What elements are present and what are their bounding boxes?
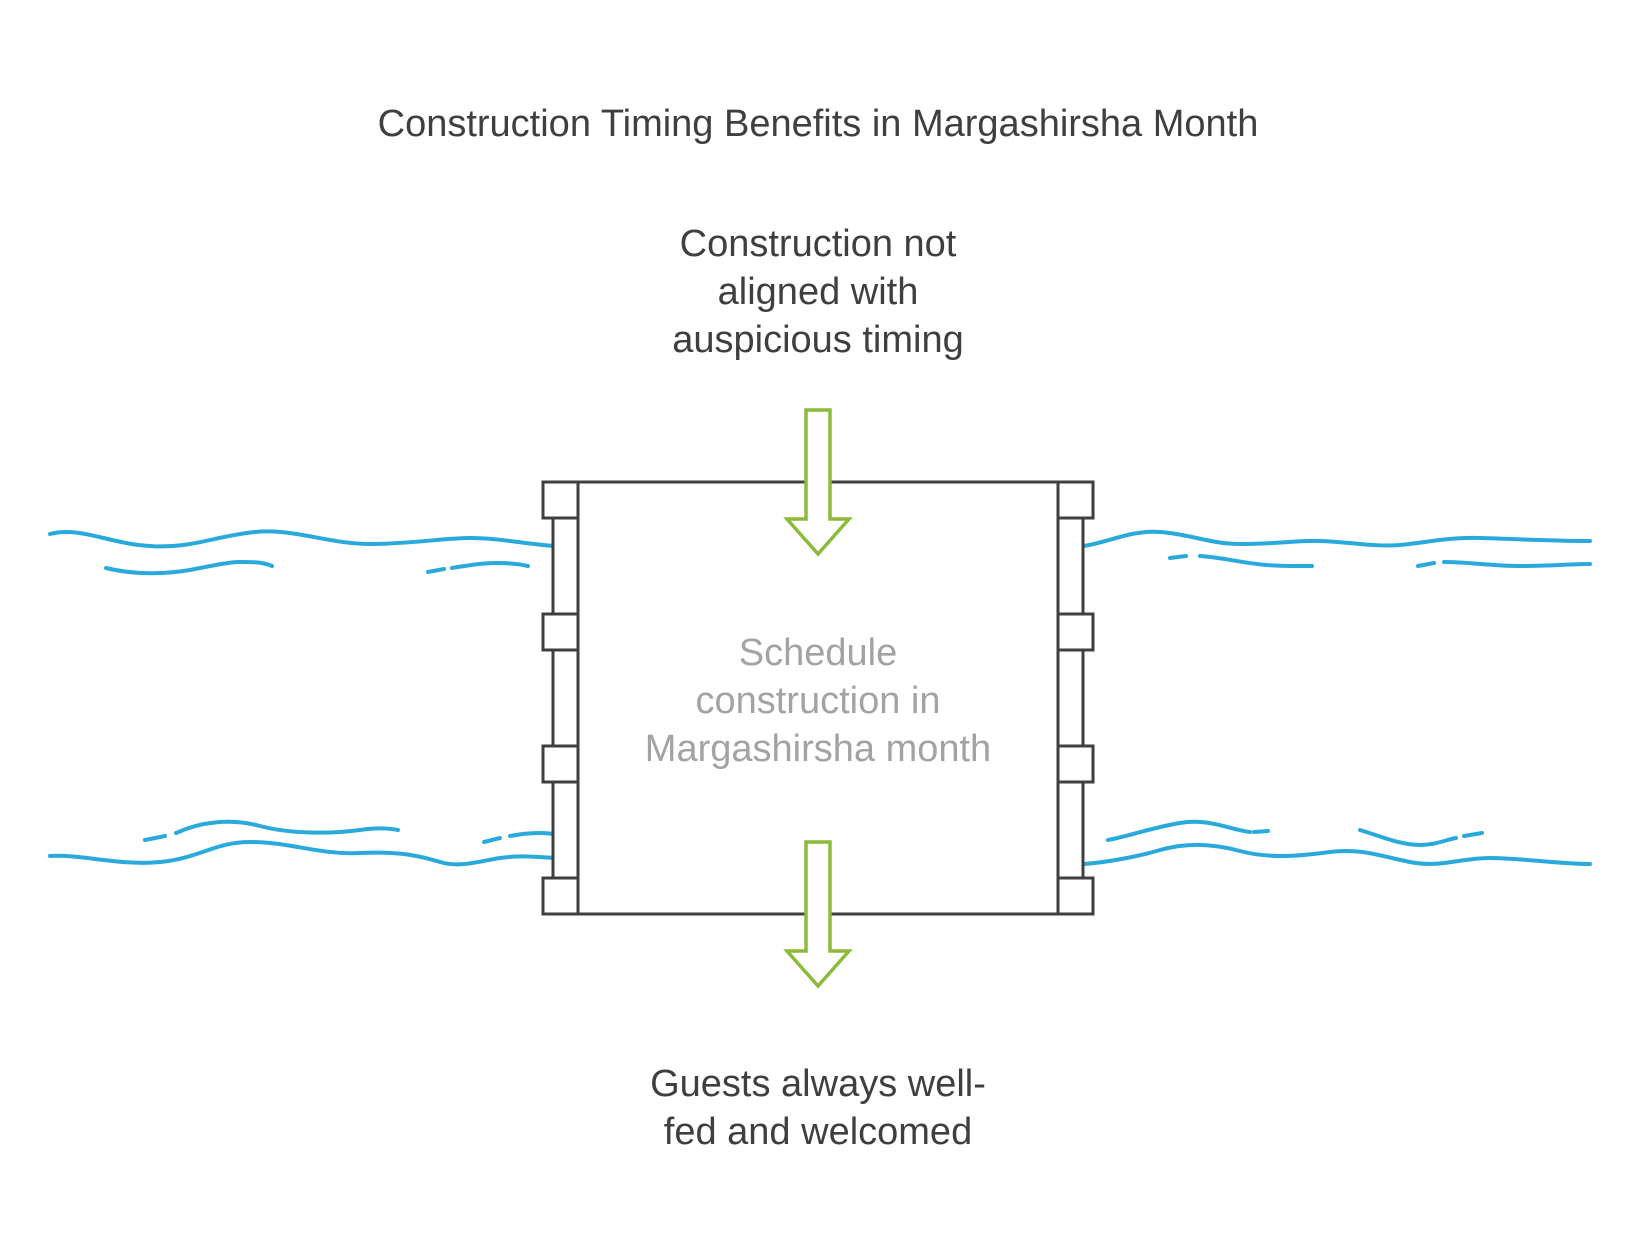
dam-cap xyxy=(1056,612,1095,652)
input-label-line: aligned with xyxy=(718,271,919,313)
arrow-down-icon xyxy=(783,840,853,989)
water-wave-icon xyxy=(48,529,556,576)
dam-cap xyxy=(1056,744,1095,784)
input-label: Construction not aligned with auspicious… xyxy=(672,223,963,361)
dam-cap xyxy=(541,612,580,652)
center-label-line: Schedule xyxy=(739,632,897,674)
center-label-line: construction in xyxy=(695,680,940,722)
input-label-line: auspicious timing xyxy=(672,319,963,361)
page-title: Construction Timing Benefits in Margashi… xyxy=(378,103,1259,145)
arrow-down-icon xyxy=(783,408,853,557)
input-label-line: Construction not xyxy=(680,223,957,265)
dam-cap xyxy=(541,480,580,520)
center-label-line: Margashirsha month xyxy=(645,728,991,770)
output-label-line: Guests always well- xyxy=(650,1063,986,1105)
water-wave-icon xyxy=(1082,529,1592,569)
center-label: Schedule construction in Margashirsha mo… xyxy=(645,632,991,770)
output-label-line: fed and welcomed xyxy=(664,1111,972,1153)
dam-cap xyxy=(1056,876,1095,916)
water-wave-icon xyxy=(1082,819,1592,866)
water-wave-icon xyxy=(48,819,556,867)
dam-post-left xyxy=(551,480,580,916)
dam-cap xyxy=(1056,480,1095,520)
dam-cap xyxy=(541,876,580,916)
dam-cap xyxy=(541,744,580,784)
output-label: Guests always well- fed and welcomed xyxy=(650,1063,986,1153)
dam-post-right xyxy=(1056,480,1085,916)
